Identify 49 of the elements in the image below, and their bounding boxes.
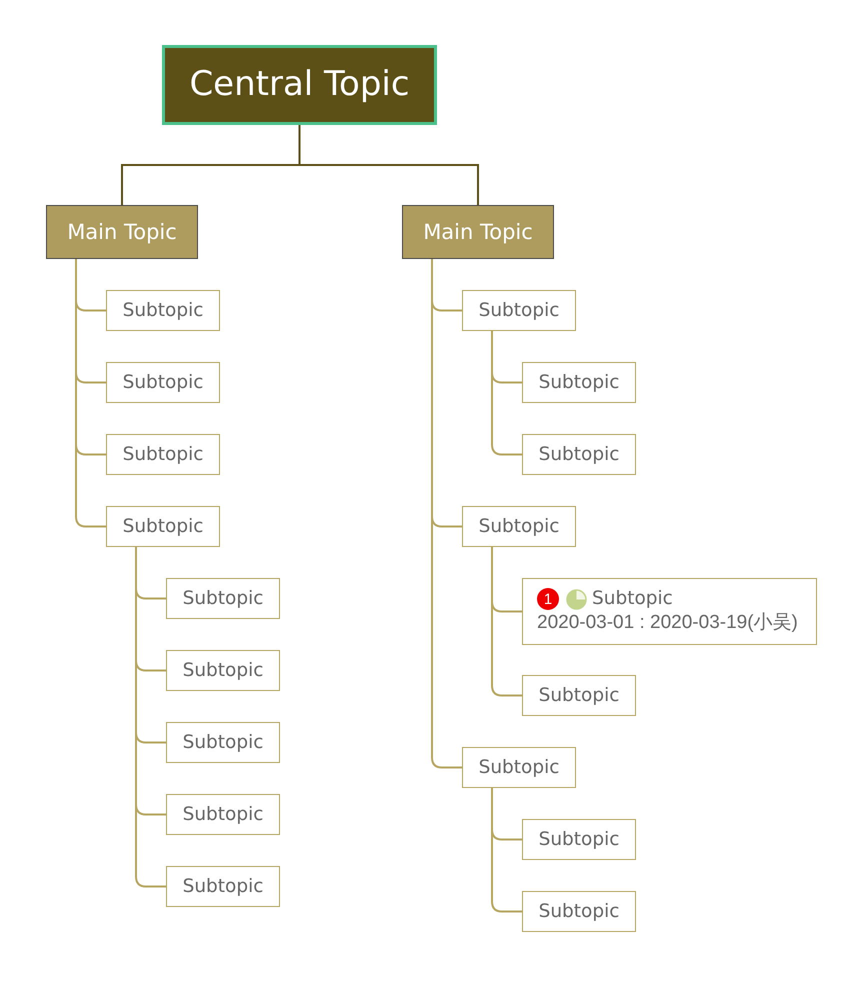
topic-label: Subtopic <box>538 900 620 922</box>
connector <box>491 331 522 456</box>
date-range-text: 2020-03-01 : 2020-03-19(小吴) <box>537 612 798 635</box>
topic-label: Subtopic <box>122 372 204 394</box>
topic-label: Subtopic <box>182 588 264 610</box>
subtopic-box <box>106 506 220 547</box>
topic-label: Subtopic <box>182 660 264 682</box>
topic-label: Subtopic <box>478 756 560 778</box>
subtopic-box <box>522 362 636 403</box>
topic-label: Subtopic <box>538 444 620 466</box>
topic-label: Subtopic <box>182 732 264 754</box>
topic-label: Subtopic <box>182 876 264 898</box>
central-topic-box <box>162 45 437 125</box>
connector <box>135 547 166 888</box>
topic-label: Subtopic <box>122 516 204 538</box>
connector <box>491 547 522 696</box>
topic-label: Subtopic <box>122 444 204 466</box>
connector <box>491 788 522 912</box>
subtopic-box <box>522 578 817 645</box>
subtopic-box <box>462 747 576 788</box>
subtopic-box <box>106 434 220 475</box>
subtopic-box <box>166 722 280 763</box>
connector <box>75 259 106 528</box>
subtopic-box <box>522 891 636 932</box>
topic-label: Central Topic <box>189 65 410 105</box>
main-topic-box <box>402 205 554 259</box>
subtopic-box <box>106 362 220 403</box>
topic-label: Subtopic <box>122 300 204 322</box>
topic-label: Main Topic <box>67 220 177 244</box>
topic-label: Subtopic <box>538 828 620 850</box>
subtopic-box <box>522 675 636 716</box>
topic-label: Main Topic <box>423 220 533 244</box>
subtopic-box <box>522 434 636 475</box>
subtopic-box <box>462 290 576 331</box>
topic-label: Subtopic <box>182 804 264 826</box>
subtopic-box <box>166 650 280 691</box>
topic-label: Subtopic <box>478 300 560 322</box>
topic-label: Subtopic <box>538 372 620 394</box>
subtopic-box <box>522 819 636 860</box>
topic-label: Subtopic <box>478 516 560 538</box>
subtopic-box <box>462 506 576 547</box>
topic-label: Subtopic <box>538 684 620 706</box>
subtopic-box <box>166 794 280 835</box>
main-topic-box <box>46 205 198 259</box>
subtopic-box <box>166 866 280 907</box>
subtopic-box <box>106 290 220 331</box>
topic-label: Subtopic <box>592 588 673 610</box>
priority-badge: 1 <box>537 588 559 610</box>
subtopic-box <box>166 578 280 619</box>
